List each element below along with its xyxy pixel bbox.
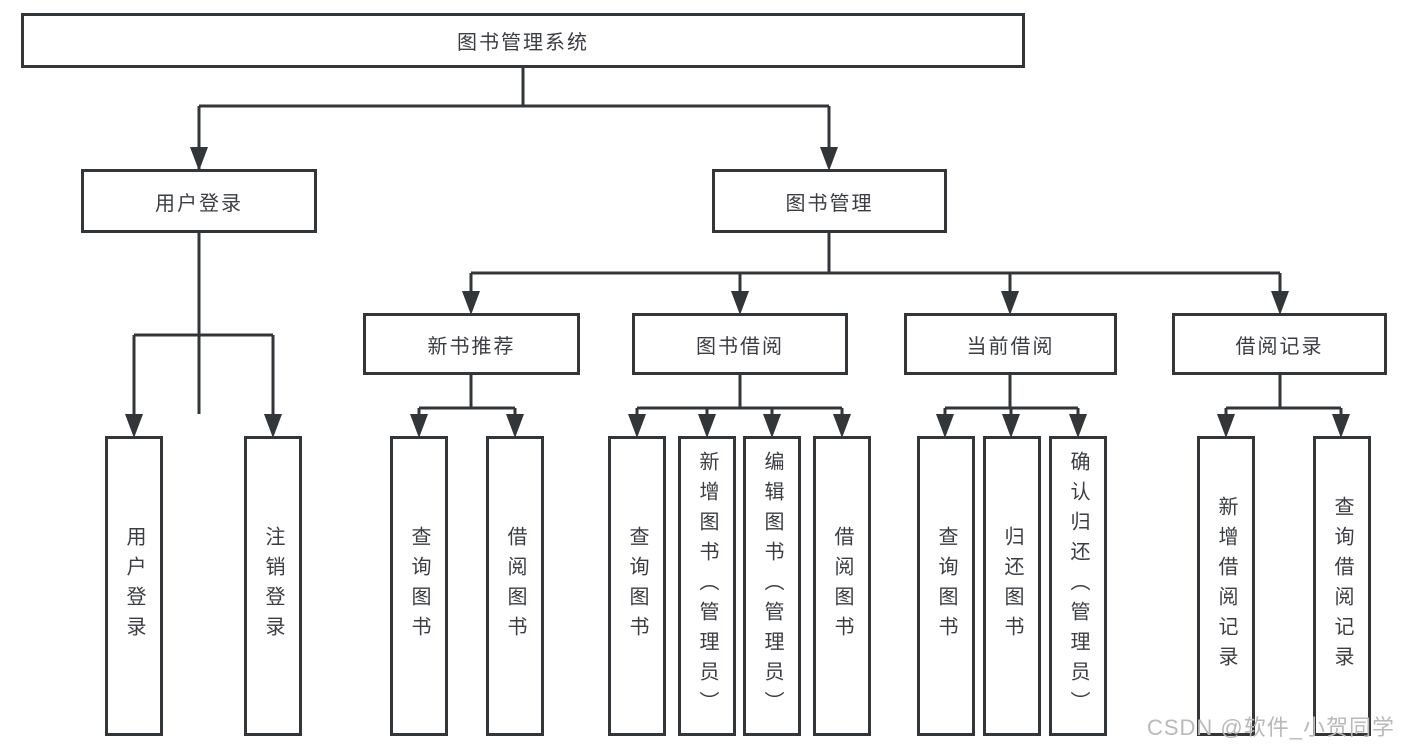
leaf-query-books-current: 查询图书	[917, 436, 975, 736]
leaf-label: 注销登录	[262, 526, 284, 646]
connector-bookmgmt-to-level3	[469, 233, 1282, 291]
node-book-borrowing: 图书借阅	[632, 313, 848, 375]
leaf-add-borrow-record: 新增借阅记录	[1197, 436, 1255, 736]
node-user-login: 用户登录	[81, 169, 317, 233]
leaf-label: 查询图书	[408, 526, 430, 646]
leaf-user-login: 用户登录	[105, 436, 163, 736]
leaf-label: 借阅图书	[504, 526, 526, 646]
leaf-label: 借阅图书	[831, 526, 853, 646]
connector-newbook-to-leaves	[417, 375, 517, 414]
leaf-query-borrow-record: 查询借阅记录	[1313, 436, 1371, 736]
leaf-borrow-books: 借阅图书	[813, 436, 871, 736]
connector-records-to-leaves	[1224, 375, 1343, 414]
leaf-query-books-borrowing: 查询图书	[608, 436, 666, 736]
node-label: 图书管理系统	[457, 32, 589, 54]
leaf-edit-books-admin: 编辑图书（管理员）	[743, 436, 801, 736]
leaf-label: 查询图书	[935, 526, 957, 646]
connector-current-to-leaves	[943, 375, 1080, 414]
node-borrowing-records: 借阅记录	[1172, 313, 1387, 375]
node-label: 图书借阅	[696, 335, 784, 358]
leaf-return-books: 归还图书	[983, 436, 1041, 736]
leaf-label: 新增图书（管理员）	[696, 451, 718, 721]
node-label: 借阅记录	[1235, 335, 1324, 358]
node-label: 当前借阅	[966, 335, 1055, 358]
node-new-book-recommendation: 新书推荐	[363, 313, 580, 375]
leaf-borrow-books-recommend: 借阅图书	[486, 436, 544, 736]
node-book-management: 图书管理	[712, 169, 947, 233]
connector-borrowing-to-leaves	[635, 375, 844, 414]
arrowheads-level2	[190, 147, 838, 171]
leaf-label: 新增借阅记录	[1215, 496, 1237, 676]
node-label: 图书管理	[785, 192, 874, 215]
leaf-query-books-recommend: 查询图书	[390, 436, 448, 736]
leaf-label: 查询图书	[626, 526, 648, 646]
node-label: 用户登录	[155, 192, 243, 215]
csdn-watermark: CSDN @软件_小贺同学	[1146, 715, 1395, 740]
connector-root-to-level2	[197, 68, 831, 414]
leaf-label: 编辑图书（管理员）	[761, 451, 783, 721]
leaf-add-books-admin: 新增图书（管理员）	[678, 436, 736, 736]
leaf-label: 用户登录	[123, 526, 145, 646]
connector-userlogin-to-leaves	[132, 233, 275, 414]
leaf-label: 归还图书	[1001, 526, 1023, 646]
arrowheads-leaves	[125, 414, 1350, 438]
node-current-borrowing: 当前借阅	[904, 313, 1117, 375]
leaf-label: 查询借阅记录	[1331, 496, 1353, 676]
node-library-management-system: 图书管理系统	[21, 13, 1025, 68]
leaf-logout: 注销登录	[244, 436, 302, 736]
leaf-confirm-return-admin: 确认归还（管理员）	[1049, 436, 1107, 736]
arrowheads-level3	[462, 291, 1289, 315]
node-label: 新书推荐	[427, 335, 516, 358]
leaf-label: 确认归还（管理员）	[1067, 451, 1089, 721]
